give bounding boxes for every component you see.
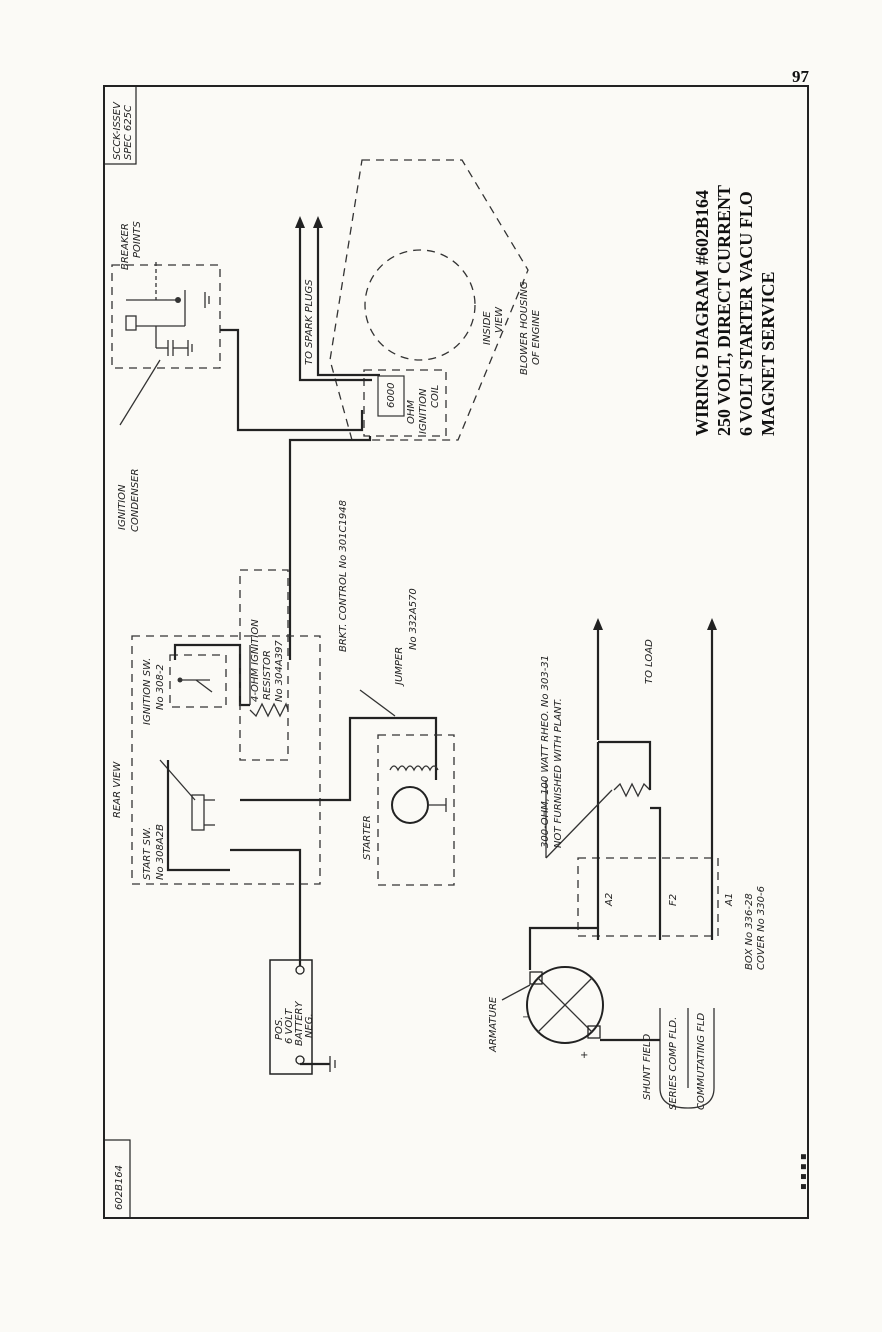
title-line-3: 6 VOLT STARTER VACU FLO	[736, 191, 756, 436]
rheostat: 300-OHM, 100 WATT RHEO. No 303-31 NOT FU…	[540, 655, 662, 940]
rheostat-label-2: NOT FURNISHED WITH PLANT.	[553, 698, 564, 848]
box-label-1: BOX No 336-28	[744, 893, 755, 970]
battery-label-3: BATTERY	[294, 1001, 305, 1046]
start-sw-label-1: START SW.	[142, 827, 153, 880]
load-lines: TO LOAD	[593, 618, 717, 940]
title-line-4: MAGNET SERVICE	[758, 271, 778, 436]
title-line-1: WIRING DIAGRAM #602B164	[692, 190, 712, 436]
shunt-field-label: SHUNT FIELD	[642, 1033, 653, 1100]
inside-view-label-1: INSIDE	[482, 311, 493, 345]
terminal-f2: F2	[668, 894, 679, 906]
drawing-number: 602B164	[114, 1165, 125, 1210]
blower-housing: INSIDE VIEW BLOWER HOUSING OF ENGINE	[329, 159, 542, 441]
ignition-coil-label-4: COIL	[430, 385, 441, 408]
corner-reference: SCCK-ISSEV SPEC 625C	[103, 85, 137, 165]
ignition-coil-label-3: IGNITION	[418, 388, 429, 434]
blower-housing-label-1: BLOWER HOUSING	[519, 281, 530, 375]
resistor-label-3: No 304A397	[274, 640, 285, 702]
battery-label-4: NEG.	[304, 1013, 315, 1038]
drawing-number-box: 602B164	[103, 1139, 131, 1219]
spark-plugs-label: TO SPARK PLUGS	[304, 279, 315, 365]
corner-ref-line-1: SCCK-ISSEV	[112, 101, 123, 160]
terminal-a1: A1	[724, 893, 735, 907]
battery: POS. 6 VOLT BATTERY NEG.	[230, 848, 336, 1075]
box-label-2: COVER No 330-6	[756, 886, 767, 970]
breaker-points-label-1: BREAKER	[120, 223, 131, 270]
drawing-border	[103, 85, 809, 1219]
jumper-label-2: No 332A570	[408, 588, 419, 650]
battery-label-2: 6 VOLT	[284, 1008, 295, 1044]
terminal-a2: A2	[604, 893, 615, 907]
ignition-sw-label-1: IGNITION SW.	[142, 658, 153, 725]
ignition-coil: 6000 OHM IGNITION COIL	[363, 369, 447, 437]
starter: STARTER	[362, 734, 455, 886]
ignition-coil-label-2: OHM	[406, 400, 417, 424]
spark-plug-leads: TO SPARK PLUGS	[295, 216, 380, 382]
breaker-points-assembly: BREAKER POINTS	[111, 221, 221, 369]
series-comp-fld-label: SERIES COMP FLD.	[668, 1017, 679, 1110]
to-load-label: TO LOAD	[644, 639, 655, 684]
jumper-label-1: JUMPER	[394, 647, 405, 687]
title-block: WIRING DIAGRAM #602B164 250 VOLT, DIRECT…	[692, 185, 778, 436]
armature-plus-bottom: +	[580, 1050, 588, 1061]
rear-view-panel: REAR VIEW IGNITION SW. No 308-2 START SW…	[112, 635, 321, 885]
printer-mark: ▪ ▪ ▪ ▪	[798, 1153, 809, 1190]
armature-plus-top: −	[522, 1012, 530, 1023]
generator-armature: ARMATURE − +	[488, 966, 604, 1061]
terminal-box: A2 F2 A1 BOX No 336-28 COVER No 330-6	[577, 857, 767, 970]
jumper: JUMPER No 332A570	[240, 588, 438, 802]
ignition-resistor: 4-OHM IGNITION RESISTOR No 304A397	[239, 569, 289, 761]
starter-label: STARTER	[362, 815, 373, 860]
field-windings: SHUNT FIELD SERIES COMP FLD. COMMUTATING…	[642, 1008, 715, 1110]
page-number: 97	[792, 67, 810, 86]
resistor-label-2: RESISTOR	[262, 650, 273, 700]
inside-view-label-2: VIEW	[494, 306, 505, 333]
corner-ref-line-2: SPEC 625C	[123, 105, 134, 160]
ignition-sw-label-2: No 308-2	[155, 664, 166, 710]
armature-label: ARMATURE	[488, 996, 499, 1053]
ignition-condenser-label-2: CONDENSER	[130, 469, 141, 532]
ignition-coil-label-1: 6000	[386, 383, 397, 408]
blower-housing-label-2: OF ENGINE	[531, 309, 542, 365]
start-sw-label-2: No 308A2B	[155, 824, 166, 880]
ignition-condenser-label-1: IGNITION	[117, 484, 128, 530]
bracket-control-label: BRKT. CONTROL No 301C1948	[338, 500, 349, 652]
title-line-2: 250 VOLT, DIRECT CURRENT	[714, 185, 734, 436]
battery-label-1: POS.	[274, 1017, 285, 1040]
rheostat-label-1: 300-OHM, 100 WATT RHEO. No 303-31	[540, 655, 551, 848]
breaker-points-label-2: POINTS	[132, 221, 143, 258]
resistor-label-1: 4-OHM IGNITION	[250, 619, 261, 702]
commutating-fld-label: COMMUTATING FLD	[696, 1012, 707, 1110]
rear-view-label: REAR VIEW	[112, 761, 123, 818]
